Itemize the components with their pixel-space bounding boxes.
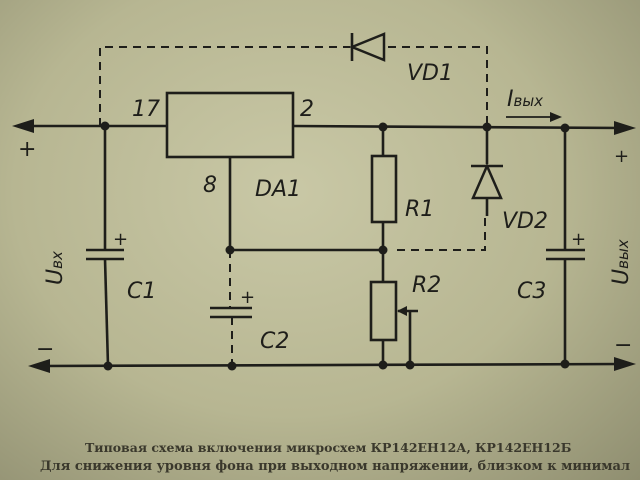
input-minus-label: − — [36, 337, 54, 362]
svg-text:+: + — [240, 287, 255, 308]
c2-label: C2 — [260, 329, 289, 354]
i-out-label: Iвых — [507, 87, 543, 112]
figure-caption: Типовая схема включения микросхем КР142Е… — [85, 440, 572, 455]
u-out-label: Uвых — [609, 239, 634, 285]
output-return-arrow-icon — [614, 357, 636, 371]
input-plus-label: + — [18, 137, 36, 162]
da1-chip — [165, 91, 295, 159]
r1-label: R1 — [405, 197, 434, 222]
capacitor-c1: + — [86, 126, 128, 367]
c3-label: C3 — [517, 279, 546, 304]
svg-text:+: + — [571, 229, 586, 250]
u-in-label: Uвх — [43, 251, 68, 285]
diode-vd1 — [99, 32, 488, 126]
output-arrow-icon — [614, 121, 636, 135]
diode-vd2 — [392, 126, 503, 251]
current-arrow-icon — [550, 112, 562, 122]
capacitor-c3: + — [546, 128, 586, 364]
top-rail — [12, 119, 636, 135]
bottom-rail — [28, 357, 636, 373]
capacitor-c2: + — [210, 250, 255, 366]
pin-8-label: 8 — [203, 173, 217, 198]
input-return-arrow-icon — [28, 359, 50, 373]
pin-17-label: 17 — [132, 97, 160, 122]
pin-2-label: 2 — [300, 97, 314, 122]
output-minus-label: − — [614, 333, 632, 358]
da1-label: DA1 — [255, 177, 301, 202]
svg-text:+: + — [113, 229, 128, 250]
output-plus-label: + — [614, 146, 629, 167]
resistor-r2 — [369, 280, 418, 366]
r2-label: R2 — [412, 273, 441, 298]
body-text-line: Для снижения уровня фона при выходном на… — [40, 459, 631, 474]
input-arrow-icon — [12, 119, 34, 133]
vd1-label: VD1 — [407, 61, 453, 86]
junction-dots — [100, 121, 570, 371]
c1-label: C1 — [127, 279, 156, 304]
vd2-label: VD2 — [502, 209, 548, 234]
resistor-r1 — [370, 126, 398, 282]
